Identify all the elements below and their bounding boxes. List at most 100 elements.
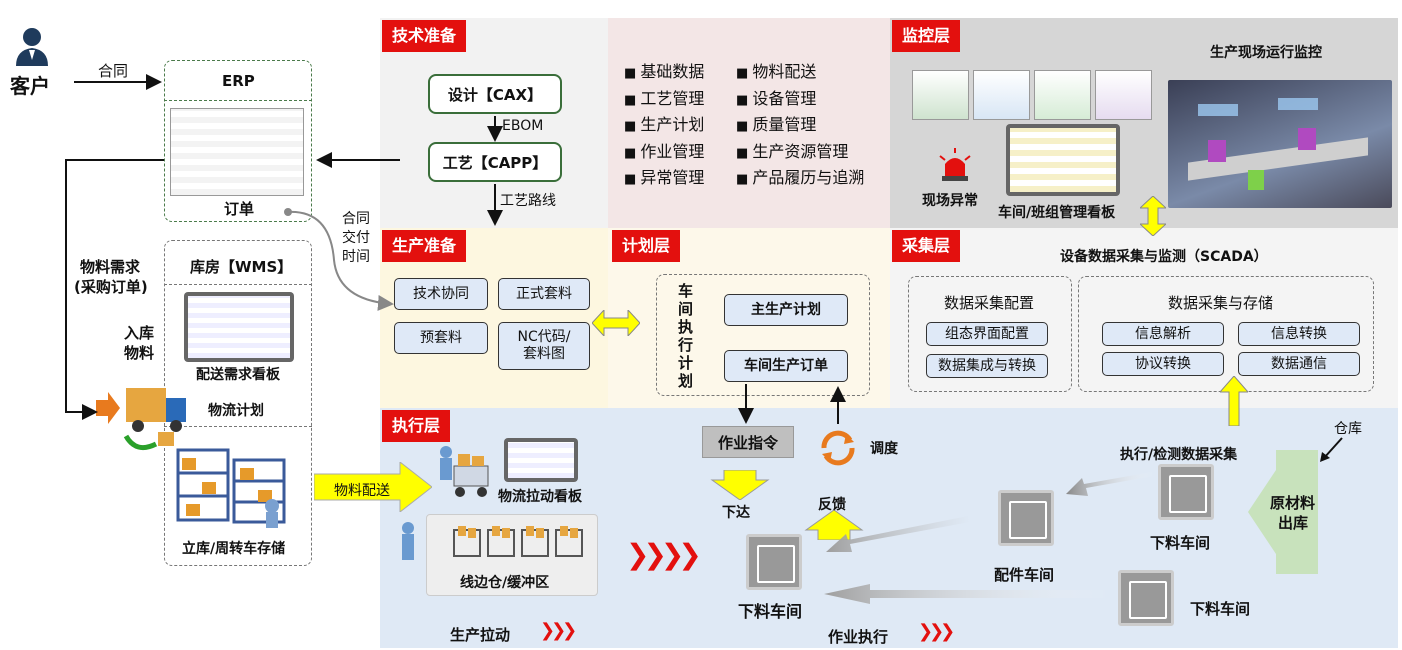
logistics-plan-label: 物流计划 [208,403,264,419]
storage-label: 立库/周转车存储 [182,541,286,557]
wms-title: 库房【WMS】 [190,258,293,276]
function-item: 工艺管理 [624,87,704,114]
issue-arrow [710,470,770,500]
dispatch-cycle-icon [821,430,855,466]
execution-label: 作业执行 [828,628,889,646]
data-comm-box[interactable]: 数据通信 [1238,352,1360,376]
function-item: 质量管理 [736,113,864,140]
route-label: 工艺路线 [500,193,556,209]
collect-config-container [908,276,1072,392]
function-item: 作业管理 [624,140,704,167]
ebom-label: EBOM [502,118,544,134]
board-monitor [1006,124,1120,196]
contract-delivery-2: 交付 [342,230,370,246]
monitor-collect-double-arrow [1140,196,1166,236]
cax-box[interactable]: 设计【CAX】 [428,74,562,114]
erp-container [164,60,312,222]
storage-shelves-icon [176,448,286,528]
contract-delivery-1: 合同 [342,211,370,227]
chevrons-execution: ❯❯❯ [918,621,955,642]
shop-center-label: 下料车间 [738,602,803,621]
material-delivery-arrow [314,462,432,512]
function-item: 生产资源管理 [736,140,864,167]
work-order-box: 作业指令 [702,426,794,458]
protocol-convert-box[interactable]: 协议转换 [1102,352,1224,376]
delivery-board-monitor [184,292,294,362]
collect-exec-label: 执行/检测数据采集 [1120,447,1238,463]
capp-box[interactable]: 工艺【CAPP】 [428,142,562,182]
function-item: 产品履历与追溯 [736,166,864,193]
gray-flow-arrows [824,516,1110,604]
prep-tech-collab[interactable]: 技术协同 [394,278,488,310]
material-req-label-1: 物料需求 [80,258,141,276]
contract-delivery-3: 时间 [342,249,370,265]
raw-material-label-2: 出库 [1278,514,1309,532]
alarm-label: 现场异常 [922,193,978,209]
prep-tag: 生产准备 [382,230,467,262]
gray-arrow-top [1066,472,1154,496]
function-item: 生产计划 [624,113,704,140]
exec-tag: 执行层 [382,410,451,442]
material-req-label-2: (采购订单) [74,278,148,296]
pull-board-monitor [504,438,578,482]
function-item: 基础数据 [624,60,704,87]
shop-parts-label: 配件车间 [994,566,1055,584]
chevrons-main: ❯❯❯❯ [626,538,702,571]
pull-worker-icon [440,446,489,497]
function-item: 异常管理 [624,166,704,193]
raw-material-arrow [1248,450,1318,574]
factory-floor-image [1168,80,1392,208]
functions-col1: 基础数据 工艺管理 生产计划 作业管理 异常管理 [624,60,704,193]
prep-formal-nesting[interactable]: 正式套料 [498,278,590,310]
prep-pre-nesting[interactable]: 预套料 [394,322,488,354]
config-ui-box[interactable]: 组态界面配置 [926,322,1048,346]
left-flow-lines [65,74,400,420]
monitor-title: 生产现场运行监控 [1210,45,1322,61]
truck-icon [96,388,186,451]
shop-parts-machine [998,490,1054,546]
plan-vertical-title: 车 间 执 行 计 划 [678,282,694,390]
prep-nc-code[interactable]: NC代码/ 套料图 [498,322,590,370]
erp-divider [164,100,312,101]
dispatch-label: 调度 [870,441,898,457]
collect-store-title: 数据采集与存储 [1168,294,1274,312]
info-parse-box[interactable]: 信息解析 [1102,322,1224,346]
monitor-screen-thumb [912,70,969,120]
info-convert-box[interactable]: 信息转换 [1238,322,1360,346]
raw-material-label-1: 原材料 [1270,494,1316,512]
monitor-screen-thumb [973,70,1030,120]
collect-config-title: 数据采集配置 [944,294,1035,312]
issue-label: 下达 [722,505,750,521]
erp-title: ERP [222,72,255,90]
pull-label: 生产拉动 [450,626,511,644]
line-side-label: 线边仓/缓冲区 [460,575,550,591]
inbound-label-1: 入库 [124,324,155,342]
contract-label: 合同 [98,62,129,80]
warehouse-arrow [1320,437,1343,462]
monitor-screen-thumb [1034,70,1091,120]
shop-right-top-label: 下料车间 [1150,534,1211,552]
work-order-label: 作业指令 [717,433,778,452]
tech-tag: 技术准备 [382,20,467,52]
plan-container [656,274,870,396]
pull-board-label: 物流拉动看板 [498,489,582,505]
line-side-racks-icon [402,522,583,560]
chevrons-pull: ❯❯❯ [540,620,577,641]
collect-title: 设备数据采集与监测（SCADA） [1060,249,1268,265]
plan-tag: 计划层 [612,230,681,262]
customer-icon [16,28,48,66]
function-item: 物料配送 [736,60,864,87]
delivery-board-label: 配送需求看板 [196,367,280,383]
function-item: 设备管理 [736,87,864,114]
monitor-tag: 监控层 [892,20,961,52]
shop-order-box[interactable]: 车间生产订单 [724,350,848,382]
prep-plan-double-arrow [592,310,640,336]
master-plan-box[interactable]: 主生产计划 [724,294,848,326]
wms-divider [164,284,312,285]
config-integration-box[interactable]: 数据集成与转换 [926,354,1048,378]
tech-arrows [487,116,503,226]
material-delivery-label: 物料配送 [334,483,390,499]
feedback-arrow [804,510,864,540]
plan-exec-arrows [738,384,846,424]
feedback-label: 反馈 [818,497,846,513]
